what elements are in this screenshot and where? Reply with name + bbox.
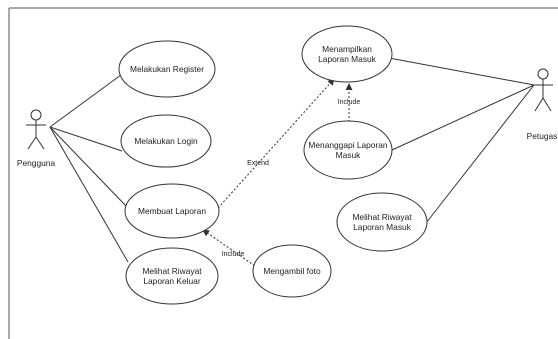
include-line-foto <box>202 229 259 269</box>
assoc-petugas-menampilkan <box>388 57 535 86</box>
assoc-petugas-riwayat-masuk <box>418 84 535 233</box>
pengguna-associations <box>49 71 129 263</box>
use-case-mengambil-foto-label: Mengambil foto <box>263 266 321 276</box>
actor-pengguna-label: Pengguna <box>17 158 56 168</box>
use-case-register-label: Melakukan Register <box>130 64 204 74</box>
actor-petugas[interactable] <box>533 68 553 112</box>
use-case-mengambil-foto[interactable]: Mengambil foto <box>252 244 332 298</box>
use-case-register[interactable]: Melakukan Register <box>118 40 216 98</box>
label-line: Mengambil foto <box>263 266 321 276</box>
petugas-associations <box>388 57 535 233</box>
assoc-petugas-menanggapi <box>391 84 535 151</box>
assoc-pengguna-membuat <box>49 126 127 207</box>
label-line: Laporan Masuk <box>318 54 377 64</box>
actor-pengguna-head-icon <box>30 109 42 121</box>
actor-petugas-head-icon <box>537 68 549 80</box>
extend-label: Extend <box>247 160 269 167</box>
label-line: Melakukan Register <box>130 64 204 74</box>
label-line: Melakukan Login <box>134 136 198 146</box>
use-case-membuat-laporan-label: Membuat Laporan <box>138 206 206 216</box>
include-label-menanggapi: Include <box>338 99 361 106</box>
label-line: Melihat Riwayat <box>352 212 412 222</box>
use-case-membuat-laporan[interactable]: Membuat Laporan <box>124 183 220 239</box>
label-line: Laporan Masuk <box>353 222 412 232</box>
label-line: Masuk <box>336 150 361 160</box>
label-line: Membuat Laporan <box>138 206 206 216</box>
label-line: Melihat Riwayat <box>142 266 202 276</box>
extend-line <box>217 78 335 209</box>
assoc-pengguna-login <box>49 126 123 152</box>
actor-petugas-label: Petugas <box>527 131 558 141</box>
include-label-foto: Include <box>222 251 245 258</box>
label-line: Laporan Keluar <box>143 276 200 286</box>
assoc-pengguna-register <box>49 71 126 128</box>
use-case-login-label: Melakukan Login <box>134 136 198 146</box>
actor-pengguna[interactable] <box>26 109 46 150</box>
assoc-pengguna-riwayat-keluar <box>49 126 129 263</box>
label-line: Menanggapi Laporan <box>308 140 388 150</box>
use-case-login[interactable]: Melakukan Login <box>120 114 212 168</box>
label-line: Menampilkan <box>322 44 372 54</box>
